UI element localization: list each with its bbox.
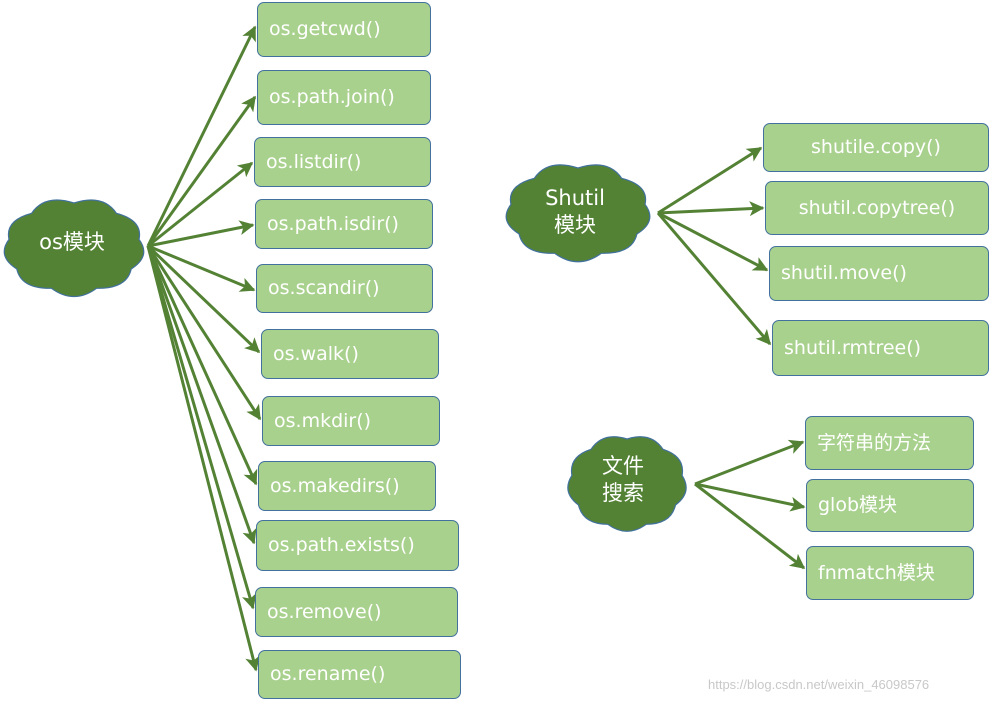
cloud-label-line: 搜索: [602, 481, 644, 506]
node-os-listdir: os.listdir(): [254, 137, 431, 187]
arrow-file-search-1: [694, 482, 806, 512]
connector-arrows: [146, 25, 806, 672]
cloud-label-line: Shutil: [545, 186, 605, 210]
node-os-path-isdir: os.path.isdir(): [255, 199, 433, 249]
cloud-file-search: [567, 436, 687, 532]
arrow-os-0: [146, 25, 257, 247]
arrow-os-6: [146, 245, 262, 421]
arrow-os-1: [146, 95, 257, 247]
arrow-file-search-2: [694, 482, 806, 570]
arrow-os-5: [146, 244, 261, 354]
node-os-getcwd: os.getcwd(): [257, 2, 431, 57]
node-os-path-exists: os.path.exists(): [256, 520, 459, 571]
node-os-scandir: os.scandir(): [256, 264, 433, 313]
node-glob-module: glob模块: [806, 479, 974, 532]
node-fnmatch-module: fnmatch模块: [806, 546, 974, 600]
node-string-methods: 字符串的方法: [805, 416, 974, 470]
arrow-shutil-2: [657, 211, 769, 272]
arrow-shutil-0: [657, 146, 763, 215]
cloud-os: [3, 199, 145, 298]
cloud-label-line: 模块: [554, 213, 596, 238]
arrow-os-2: [147, 161, 254, 248]
cloud-label-line: 文件: [602, 454, 644, 478]
node-os-remove: os.remove(): [255, 587, 458, 637]
arrow-os-8: [146, 245, 257, 545]
node-shutil-rmtree: shutil.rmtree(): [772, 320, 989, 376]
cloud-label-file-search: 文件 搜索: [578, 453, 668, 508]
cloud-label-os: os模块: [22, 229, 122, 256]
node-os-makedirs: os.makedirs(): [258, 461, 436, 511]
cloud-label-line: os模块: [39, 230, 105, 254]
node-shutil-move: shutil.move(): [769, 246, 989, 301]
node-os-mkdir: os.mkdir(): [262, 396, 440, 446]
arrow-shutil-3: [656, 212, 772, 346]
arrow-os-4: [147, 244, 256, 292]
clouds: [3, 164, 687, 532]
arrow-os-9: [146, 245, 257, 610]
cloud-shutil: [505, 164, 651, 263]
watermark: https://blog.csdn.net/weixin_46098576: [708, 677, 930, 692]
arrow-os-10: [146, 245, 260, 672]
node-os-rename: os.rename(): [258, 650, 461, 699]
node-shutil-copytree: shutil.copytree(): [765, 181, 989, 235]
arrow-file-search-0: [694, 439, 805, 486]
node-shutile-copy: shutile.copy(): [763, 123, 989, 172]
node-os-path-join: os.path.join(): [257, 70, 431, 125]
arrow-os-3: [147, 220, 255, 248]
node-os-walk: os.walk(): [261, 329, 439, 379]
cloud-label-shutil: Shutil 模块: [525, 185, 625, 240]
arrow-os-7: [146, 245, 258, 486]
arrow-shutil-1: [657, 201, 765, 217]
